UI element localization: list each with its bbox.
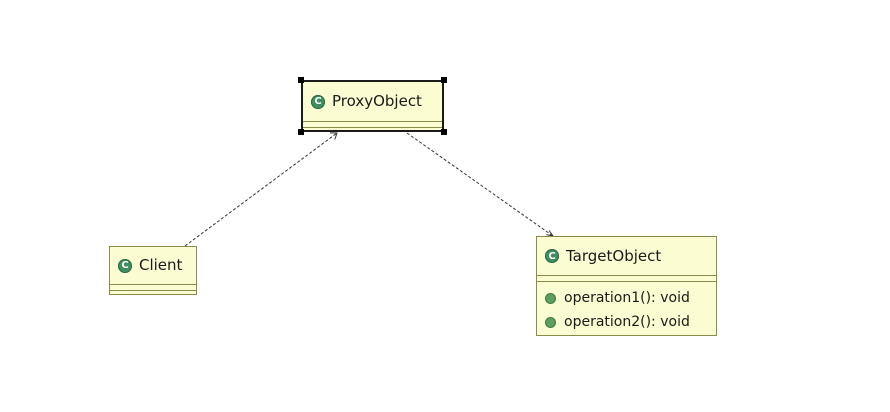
- attributes-compartment: [303, 122, 442, 128]
- operation-signature: operation1(): void: [564, 290, 690, 306]
- class-header: C ProxyObject: [303, 82, 442, 122]
- class-name: TargetObject: [566, 246, 662, 265]
- operations-compartment: operation1(): void operation2(): void: [537, 282, 716, 337]
- class-header: C Client: [110, 247, 196, 285]
- selection-handle-bottom-left[interactable]: [298, 129, 304, 135]
- dependency-proxy-to-target[interactable]: [406, 132, 555, 237]
- operation-row[interactable]: operation1(): void: [545, 286, 710, 310]
- class-icon: C: [545, 249, 559, 263]
- selection-handle-top-left[interactable]: [298, 77, 304, 83]
- operation-row[interactable]: operation2(): void: [545, 310, 710, 334]
- class-header: C TargetObject: [537, 237, 716, 276]
- selection-handle-top-right[interactable]: [441, 77, 447, 83]
- dependency-client-to-proxy[interactable]: [184, 132, 338, 247]
- class-target-object[interactable]: C TargetObject operation1(): void operat…: [536, 236, 717, 336]
- selection-handle-bottom-right[interactable]: [441, 129, 447, 135]
- class-name: Client: [139, 256, 183, 274]
- public-operation-icon: [545, 316, 556, 328]
- class-icon: C: [311, 94, 325, 109]
- class-client[interactable]: C Client: [109, 246, 197, 295]
- public-operation-icon: [545, 292, 556, 304]
- operation-signature: operation2(): void: [564, 314, 690, 330]
- class-icon: C: [118, 258, 132, 273]
- class-name: ProxyObject: [332, 92, 422, 110]
- attributes-compartment: [110, 285, 196, 291]
- attributes-compartment: [537, 276, 716, 282]
- class-proxy-object[interactable]: C ProxyObject: [301, 80, 444, 132]
